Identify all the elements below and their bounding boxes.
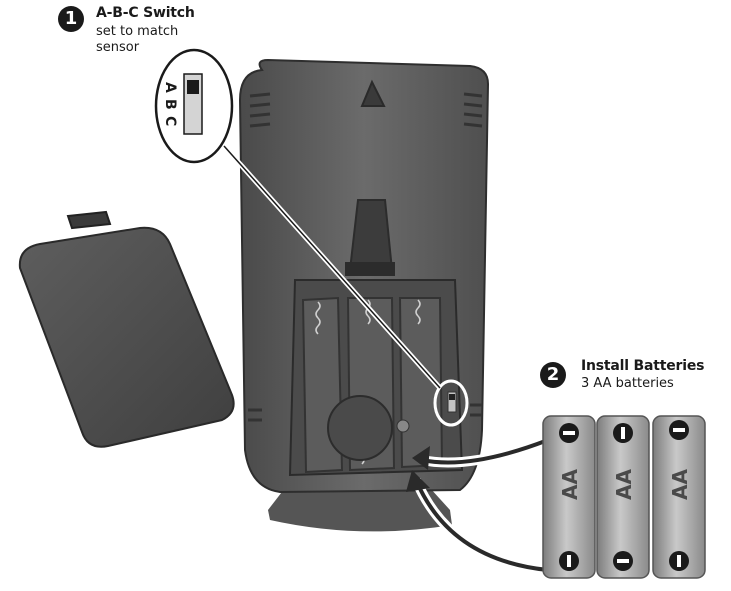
step-1-title: A-B-C Switch — [96, 5, 195, 21]
step-2-title: Install Batteries — [581, 358, 705, 374]
switch-zoom-bubble — [154, 48, 234, 164]
step-1-desc-line2: sensor — [96, 40, 140, 55]
device-body — [238, 58, 490, 532]
step-1-desc-line1: set to match — [96, 24, 179, 39]
battery-1-label: AA — [558, 469, 582, 500]
battery-2-label: AA — [612, 469, 636, 500]
install-arrows — [406, 435, 550, 575]
switch-letter-b: B — [162, 99, 178, 110]
battery-door — [18, 210, 235, 448]
battery-3-label: AA — [668, 469, 692, 500]
battery-1 — [542, 415, 596, 579]
leader-line — [223, 145, 441, 389]
switch-letter-a: A — [162, 82, 178, 93]
switch-knob — [187, 80, 199, 94]
switch-letter-c: C — [162, 116, 178, 126]
step-1-number: 1 — [58, 6, 84, 32]
battery-2 — [596, 415, 650, 579]
step-2-desc: 3 AA batteries — [581, 376, 674, 391]
battery-3 — [652, 415, 706, 579]
switch-highlight-ring — [433, 379, 469, 427]
step-2-number: 2 — [540, 362, 566, 388]
